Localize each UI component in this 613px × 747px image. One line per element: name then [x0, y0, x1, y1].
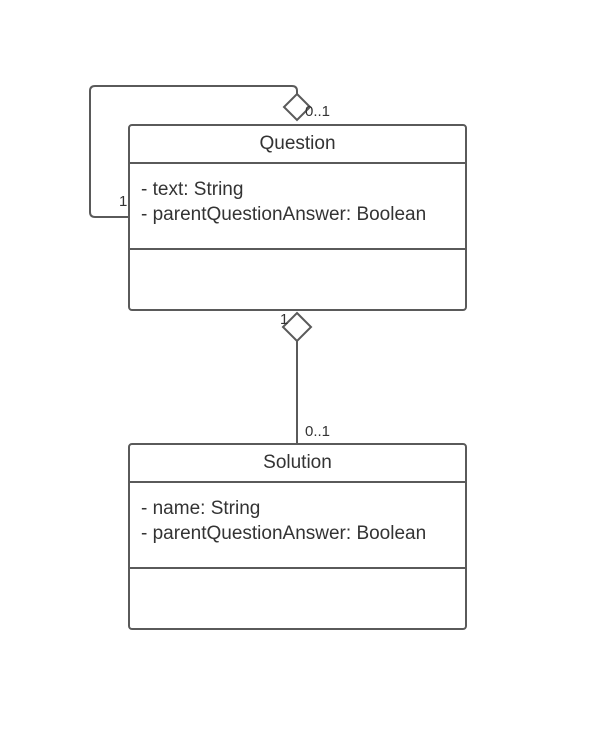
class-question-attribute-text: - text: String: [141, 179, 244, 200]
class-question-attributes: - text: String - parentQuestionAnswer: B…: [130, 164, 465, 250]
class-solution-attribute-name: - name: String: [141, 498, 261, 519]
self-aggregation-diamond: [282, 92, 312, 122]
class-solution-attributes: - name: String - parentQuestionAnswer: B…: [130, 483, 465, 569]
class-question-name: Question: [130, 126, 465, 164]
class-solution-attribute-parent-answer: - parentQuestionAnswer: Boolean: [141, 523, 427, 544]
class-question[interactable]: Question - text: String - parentQuestion…: [128, 124, 467, 311]
self-aggregation-line: [89, 85, 298, 218]
class-solution[interactable]: Solution - name: String - parentQuestion…: [128, 443, 467, 630]
class-solution-name: Solution: [130, 445, 465, 483]
class-question-attribute-parent-answer: - parentQuestionAnswer: Boolean: [141, 204, 427, 225]
question-solution-whole-multiplicity: 1: [280, 311, 289, 328]
question-solution-part-multiplicity: 0..1: [305, 423, 331, 440]
class-solution-operations: [130, 569, 465, 626]
self-aggregation-part-multiplicity: 1: [119, 193, 128, 210]
class-question-operations: [130, 250, 465, 307]
self-aggregation-whole-multiplicity: 0..1: [305, 103, 331, 120]
